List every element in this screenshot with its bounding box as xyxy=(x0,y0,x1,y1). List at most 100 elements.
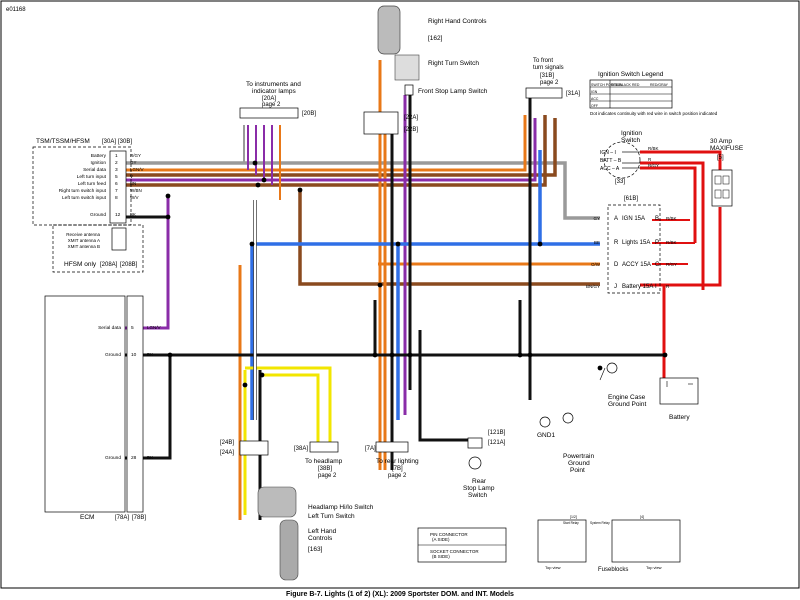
left-hand-controls: Headlamp Hi/lo Switch Left Turn Switch L… xyxy=(257,486,374,581)
ign-term-ign: IGN – I xyxy=(600,150,616,156)
ign-wire-r: R xyxy=(648,157,652,162)
right-hand-controls-label: Right Hand Controls xyxy=(428,18,487,25)
right-hand-controls: Right Hand Controls [162] Right Turn Swi… xyxy=(377,5,488,96)
ecm-pin-wire: LGN/V xyxy=(147,325,161,330)
junction-dot xyxy=(527,352,533,358)
tsm-pin-label: Ground xyxy=(90,212,106,218)
legend-row-acc: ACC xyxy=(591,97,599,101)
legend-col-r: RED xyxy=(632,83,640,87)
junction-dots xyxy=(165,160,668,388)
fuse-out-wire: R/GY xyxy=(666,262,677,267)
junction-dot xyxy=(377,282,383,288)
wire-red-battery xyxy=(622,150,722,380)
tsm-pin-number: 12 xyxy=(115,212,121,218)
tsm-pin-number: 1 xyxy=(115,153,118,159)
tsm-pin-label: Right turn switch input xyxy=(59,188,107,194)
tsm-pin-label: Left turn switch input xyxy=(62,195,107,201)
rear-lighting-connector: [7A] To rear lighting [7B] page 2 xyxy=(365,441,419,479)
junction-dot xyxy=(261,177,267,183)
junction-dot xyxy=(389,352,395,358)
tsm-pin-number: 2 xyxy=(115,160,118,166)
legend-note: Dot indicates continuity with red wire i… xyxy=(590,111,718,116)
junction-dot xyxy=(372,352,378,358)
fuseblock-ref-2: [4] xyxy=(640,515,644,519)
wire-instrument-risers xyxy=(247,125,273,185)
fuse-pos: R xyxy=(614,240,619,246)
wire-blue-lights xyxy=(250,150,600,420)
fuseblock-start-relay: Start Relay xyxy=(563,521,579,525)
conn-121a: [121A] xyxy=(488,440,506,446)
junction-dot xyxy=(242,382,248,388)
conn-208a: [208A] xyxy=(100,262,118,268)
ecm-pin-label: Ground xyxy=(105,455,121,461)
connector-24: [24B] [24A] xyxy=(220,440,269,456)
junction-dot xyxy=(407,352,413,358)
conn-38a: [38A] xyxy=(294,446,308,452)
maxifuse-ref: [5] xyxy=(717,155,724,161)
front-turn-page: page 2 xyxy=(540,80,559,86)
wires xyxy=(125,60,722,520)
headlamp-label: To headlamp xyxy=(305,458,343,465)
fuse-in-wire: O/W xyxy=(591,262,601,267)
fuse-pos: J xyxy=(614,284,617,290)
junction-dot xyxy=(662,352,668,358)
junction-dot xyxy=(297,187,303,193)
tsm-label: TSM/TSSM/HFSM xyxy=(36,138,90,145)
tsm-pin-wire: BK xyxy=(130,212,136,217)
right-turn-switch-label: Right Turn Switch xyxy=(428,60,479,67)
ignition-legend: Ignition Switch Legend SWITCH POSITION R… xyxy=(589,71,718,116)
hfsm-receive-antenna: Receive antenna xyxy=(66,232,100,237)
conn-30b: [30B] xyxy=(118,139,132,145)
ign-term-batt: BATT – B xyxy=(600,158,622,164)
conn-7a: [7A] xyxy=(365,446,376,452)
fuse-end: I xyxy=(655,284,657,290)
ecm-pin-number: 28 xyxy=(131,455,137,461)
figure-caption: Figure B-7. Lights (1 of 2) (XL): 2009 S… xyxy=(286,591,514,598)
conn-208b: [208B] xyxy=(120,262,138,268)
fuse-pos: A xyxy=(614,216,618,222)
conn-78b: [78B] xyxy=(132,515,146,521)
legend-row-ign: IGN xyxy=(591,90,598,94)
tsm-pin-wire: BN xyxy=(130,181,136,186)
hfsm-module: Receive antenna XMIT antenna A XMIT ante… xyxy=(52,224,144,273)
tsm-pin-label: Left turn feed xyxy=(78,181,107,187)
left-turn-switch-label: Left Turn Switch xyxy=(308,513,355,520)
conn-38b: [38B] xyxy=(318,466,332,472)
junction-dot xyxy=(167,352,173,358)
doc-id: e01168 xyxy=(6,7,26,13)
tsm-pin-number: 7 xyxy=(115,188,118,194)
fuseblocks-label: Fuseblocks xyxy=(598,567,628,573)
battery-label: Battery xyxy=(669,414,690,421)
junction-dot xyxy=(517,352,523,358)
fuseblock-system-relay: System Relay xyxy=(590,521,610,525)
ecm-pin-label: Serial data xyxy=(98,325,121,331)
headlamp-page: page 2 xyxy=(318,473,337,479)
conn-61b: [61B] xyxy=(624,196,638,202)
tsm-pin-number: 8 xyxy=(115,195,118,201)
conn-24b: [24B] xyxy=(220,440,234,446)
conn-31b: [31B] xyxy=(540,73,554,79)
junction-dot xyxy=(395,241,401,247)
ecm-pin-number: 10 xyxy=(131,352,137,358)
legend-row-header: SWITCH POSITION xyxy=(591,83,623,87)
fuse-name: ACCY 15A xyxy=(622,262,651,268)
wire-brown-turn xyxy=(125,115,557,187)
conn-78a: [78A] xyxy=(115,515,129,521)
junction-dot xyxy=(249,241,255,247)
